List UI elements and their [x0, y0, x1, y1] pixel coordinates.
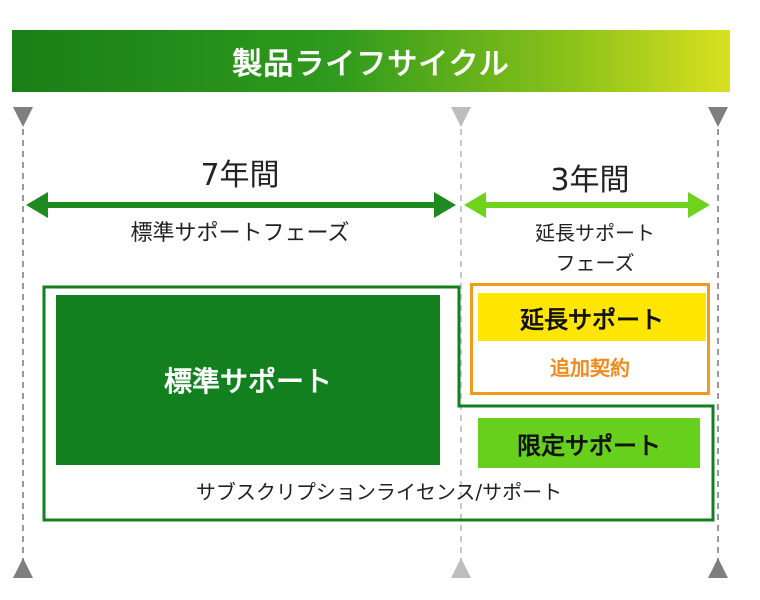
marker-bottom-start-icon [13, 558, 33, 578]
extended-phase-arrow-icon [464, 192, 710, 218]
extended-phase-label-line2: フェーズ [555, 251, 635, 275]
page-title: 製品ライフサイクル [232, 47, 510, 82]
extended-period-label: 3年間 [550, 163, 630, 198]
standard-support-label: 標準サポート [163, 365, 332, 398]
marker-top-end-icon [708, 107, 728, 127]
extended-support-label: 延長サポート [520, 305, 664, 334]
limited-support-label: 限定サポート [517, 431, 661, 460]
standard-support-box: 標準サポート [56, 295, 440, 465]
marker-bottom-mid-icon [451, 558, 471, 578]
limited-support-box: 限定サポート [478, 418, 700, 468]
subscription-label: サブスクリプションライセンス/サポート [195, 480, 563, 504]
marker-bottom-end-icon [708, 558, 728, 578]
standard-phase-arrow-icon [26, 192, 456, 218]
extended-phase-label: 延長サポート フェーズ [500, 218, 690, 278]
extended-phase-label-line1: 延長サポート [535, 221, 655, 245]
marker-top-mid-icon [451, 107, 471, 127]
title-banner: 製品ライフサイクル [12, 30, 730, 92]
subscription-frame [42, 285, 715, 522]
standard-phase-label: 標準サポートフェーズ [130, 221, 350, 246]
standard-period-label: 7年間 [200, 158, 280, 193]
additional-contract-label: 追加契約 [550, 356, 630, 380]
marker-top-start-icon [13, 107, 33, 127]
extended-support-box: 延長サポート [478, 293, 706, 341]
